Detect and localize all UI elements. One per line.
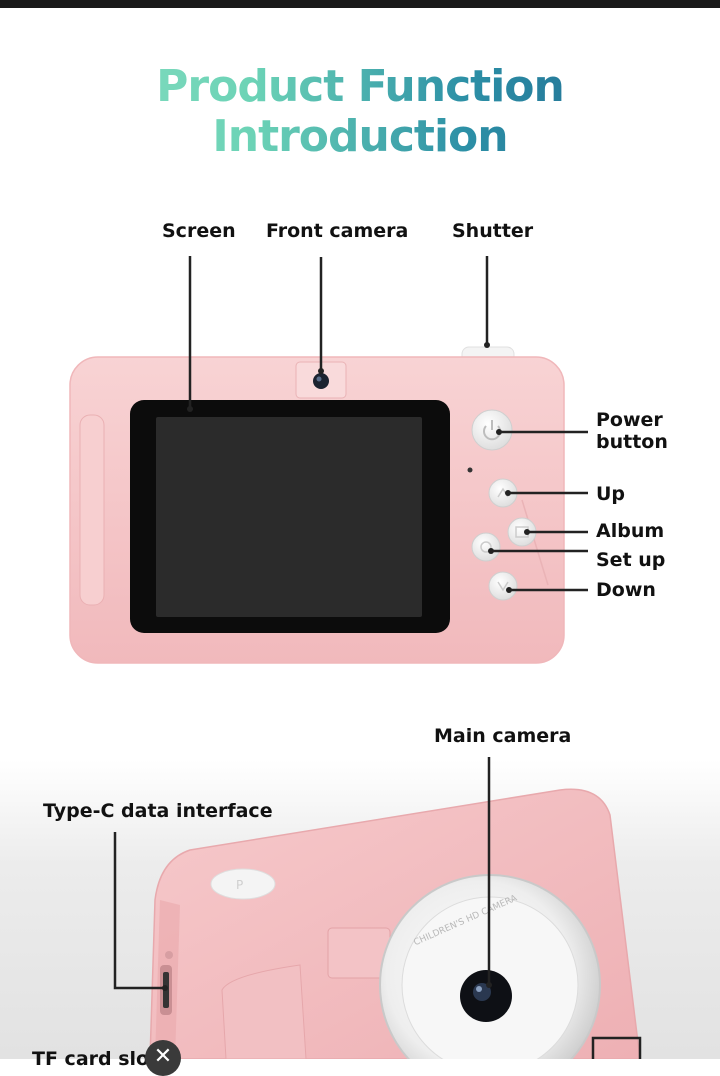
- label-screen: Screen: [162, 220, 236, 242]
- indicator-light: [467, 467, 473, 473]
- label-type-c-interface: Type-C data interface: [43, 800, 273, 822]
- page-title-line1: Product Function: [0, 62, 720, 112]
- callout-lines-back: [113, 757, 491, 990]
- label-down: Down: [596, 579, 656, 601]
- label-up: Up: [596, 483, 626, 505]
- setup-button-shape: [471, 532, 501, 562]
- label-power-button-line1: Power: [596, 409, 663, 431]
- label-main-camera: Main camera: [434, 725, 572, 747]
- page-title-line2: Introduction: [0, 112, 720, 162]
- front-camera-lens: [313, 373, 329, 389]
- svg-text:P: P: [236, 878, 243, 892]
- label-album: Album: [596, 520, 665, 542]
- label-power-button-line2: button: [596, 431, 668, 453]
- close-overlay-button[interactable]: ✕: [145, 1040, 181, 1076]
- label-set-up: Set up: [596, 549, 666, 571]
- camera-back-view: P CHILDREN'S HD CAMERA: [149, 788, 642, 1059]
- top-button-shape: [210, 868, 276, 900]
- top-status-bar: [0, 0, 720, 8]
- label-tf-card-slot: TF card slot: [32, 1048, 159, 1070]
- screen-display: [156, 417, 422, 617]
- callout-lines-front: [188, 256, 588, 592]
- camera-front-view: [69, 346, 565, 664]
- down-button-shape: [488, 571, 518, 601]
- camera-grip: [79, 414, 105, 606]
- label-front-camera: Front camera: [266, 220, 409, 242]
- label-shutter: Shutter: [452, 220, 534, 242]
